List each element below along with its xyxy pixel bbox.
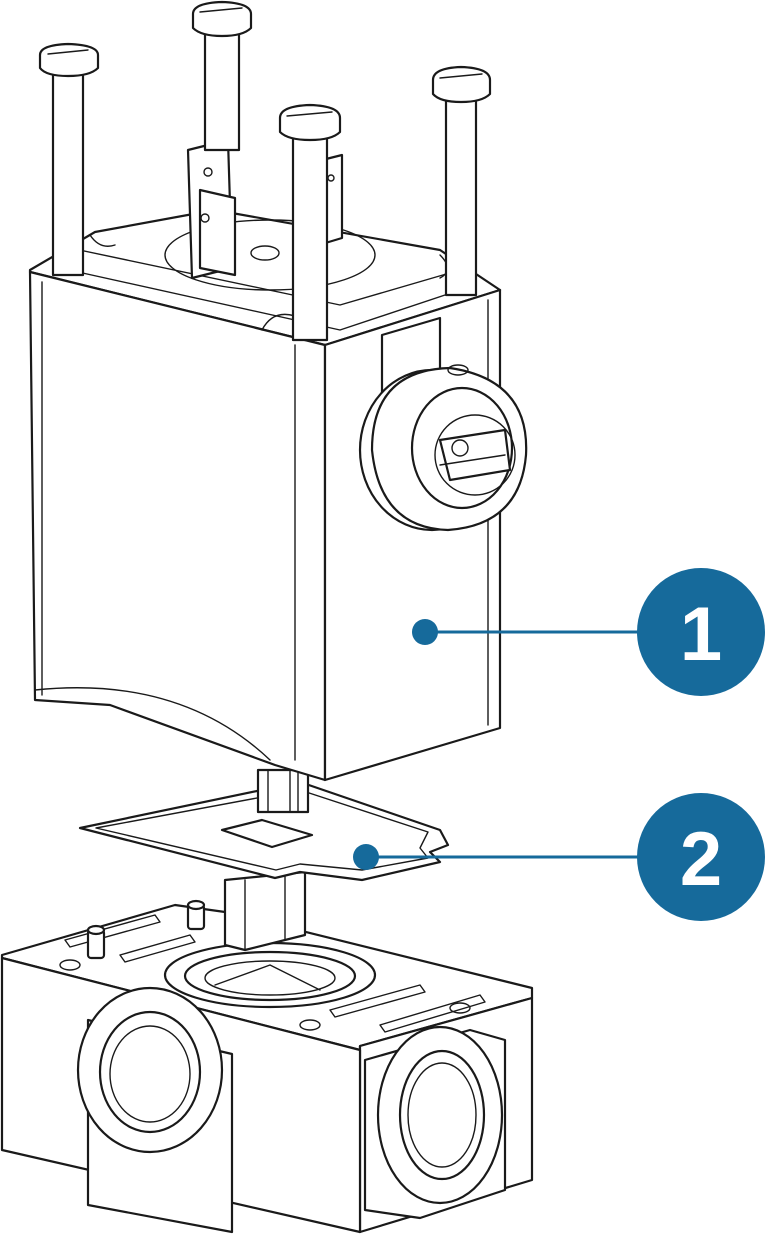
right-port bbox=[363, 1025, 507, 1220]
armature-plunger bbox=[223, 870, 307, 952]
callout-2: 2 bbox=[353, 793, 765, 921]
callout-2-badge bbox=[637, 793, 765, 921]
callout-2-dot bbox=[353, 844, 379, 870]
plunger-stem bbox=[256, 768, 310, 814]
valve-body bbox=[0, 899, 534, 1234]
callout-1-badge bbox=[637, 568, 765, 696]
callout-1-label: 1 bbox=[680, 592, 722, 677]
left-port bbox=[76, 986, 234, 1234]
callout-1-dot bbox=[412, 619, 438, 645]
callout-1: 1 bbox=[412, 568, 765, 696]
connector-socket bbox=[358, 316, 528, 532]
callout-2-label: 2 bbox=[680, 817, 722, 902]
mounting-screws bbox=[38, 0, 492, 342]
